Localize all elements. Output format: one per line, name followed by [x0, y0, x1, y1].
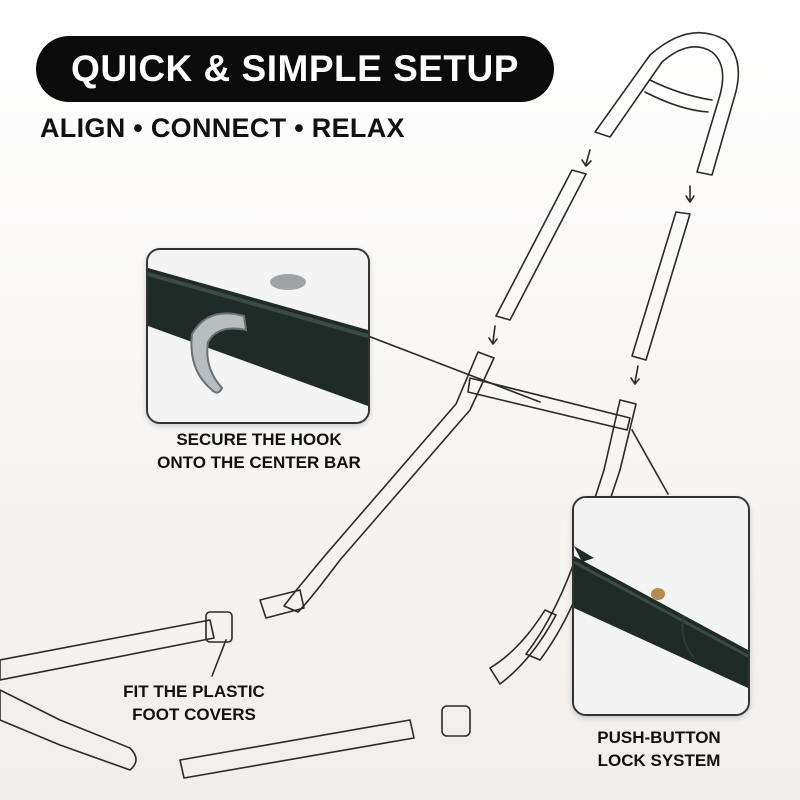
hook-caption: SECURE THE HOOK ONTO THE CENTER BAR	[157, 430, 361, 472]
top-arch	[594, 32, 740, 176]
base-rear	[179, 719, 415, 779]
foot-cover-caption: FIT THE PLASTIC FOOT COVERS	[123, 682, 265, 724]
center-bar	[467, 377, 631, 431]
hook-detail-inset	[146, 248, 370, 424]
page-title: QUICK & SIMPLE SETUP	[36, 36, 554, 102]
lock-detail-inset	[572, 496, 750, 716]
upper-tube-left	[495, 169, 587, 321]
base-left	[0, 619, 215, 681]
main-leg-left	[283, 351, 495, 613]
upper-tube-right	[631, 211, 691, 361]
lock-caption: PUSH-BUTTON LOCK SYSTEM	[597, 728, 721, 770]
page-subtitle: ALIGN • CONNECT • RELAX	[40, 113, 405, 143]
